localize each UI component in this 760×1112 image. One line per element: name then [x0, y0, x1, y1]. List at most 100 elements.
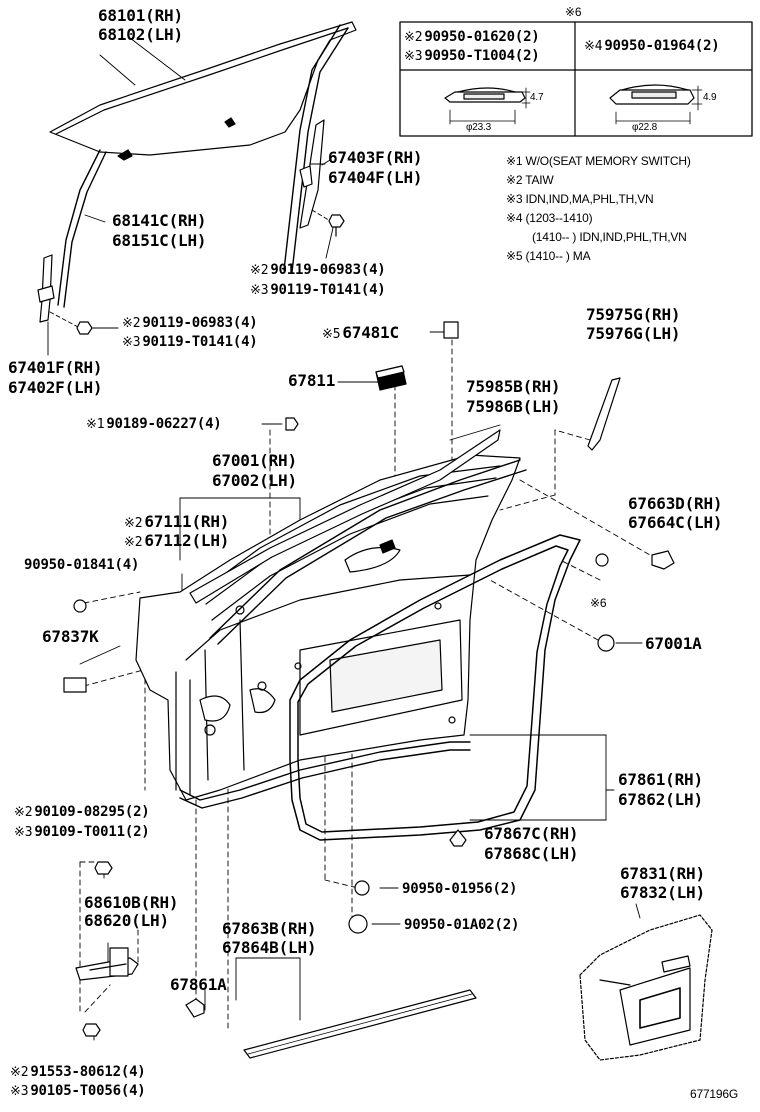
bolt-upper-b-text: 90119-T0141(4): [270, 282, 386, 298]
marker-2: ※2: [124, 516, 143, 531]
label-67001a: 67001A: [645, 634, 702, 653]
note-4b: (1410-- ) IDN,IND,PHL,TH,VN: [532, 230, 687, 244]
label-67861a: 67861A: [170, 975, 227, 994]
label-67664c: 67664C(LH): [628, 513, 723, 532]
label-68151c: 68151C(LH): [112, 231, 207, 250]
marker-4: ※4: [584, 39, 603, 54]
door-weatherstrip: [289, 534, 581, 841]
label-75976g: 75976G(LH): [586, 324, 681, 343]
label-67402f: 67402F(LH): [8, 378, 103, 397]
marker-3: ※3: [10, 1084, 29, 1099]
label-67861: 67861(RH): [618, 770, 703, 789]
label-67663d: 67663D(RH): [628, 494, 723, 513]
label-67401f: 67401F(RH): [8, 358, 103, 377]
secondary-weatherstrip: [179, 741, 471, 809]
label-68620: 68620(LH): [84, 911, 169, 930]
belt-moulding: [189, 429, 501, 604]
label-90109-a-text: 90109-08295(2): [34, 804, 150, 820]
label-90189-text: 90189-06227(4): [106, 416, 222, 432]
marker-5: ※5: [322, 327, 341, 342]
marker-3: ※3: [122, 335, 141, 350]
inset-box: [399, 21, 753, 137]
small-parts: [63, 321, 675, 1037]
marker-2: ※2: [122, 316, 141, 331]
label-67837k: 67837K: [42, 627, 99, 646]
marker-3: ※3: [404, 49, 423, 64]
label-75986b: 75986B(LH): [466, 397, 561, 416]
label-90950-01841: 90950-01841(4): [24, 557, 140, 573]
inset-title: ※6: [565, 5, 582, 19]
window-frame-seal: [209, 459, 527, 645]
label-67868c: 67868C(LH): [484, 844, 579, 863]
marker-6-prefix: ※: [590, 596, 600, 610]
label-ref-6-text: 6: [599, 596, 607, 610]
glass-run-channel: [57, 24, 349, 308]
label-67831: 67831(RH): [620, 864, 705, 883]
inset-left-b-text: 90950-T1004(2): [424, 48, 540, 64]
lower-door-strip: [243, 989, 477, 1059]
label-75985b: 75985B(RH): [466, 377, 561, 396]
label-ref-6: ※6: [590, 594, 607, 613]
label-67403f: 67403F(RH): [328, 148, 423, 167]
label-90950-01956: 90950-01956(2): [402, 881, 518, 897]
label-68101: 68101(RH): [98, 6, 183, 25]
label-91553-text: 91553-80612(4): [30, 1064, 146, 1080]
inset-right-diameter: φ22.8: [632, 122, 657, 133]
door-shell: [135, 454, 521, 801]
note-1: ※1 W/O(SEAT MEMORY SWITCH): [506, 154, 691, 168]
marker-3: ※3: [14, 825, 33, 840]
label-75975g: 75975G(RH): [586, 305, 681, 324]
note-4: ※4 (1203--1410): [506, 211, 593, 225]
figure-code: 677196G: [690, 1087, 738, 1101]
inset-left-diameter: φ23.3: [466, 122, 491, 133]
door-glass: [49, 21, 357, 161]
label-67111-text: 67111(RH): [144, 512, 230, 531]
label-67867c: 67867C(RH): [484, 824, 579, 843]
marker-2: ※2: [404, 30, 423, 45]
inset-left-height: 4.7: [530, 92, 544, 103]
inset-left-a-text: 90950-01620(2): [424, 29, 540, 45]
note-3: ※3 IDN,IND,MA,PHL,TH,VN: [506, 192, 654, 206]
marker-2: ※2: [250, 263, 269, 278]
inset-right-height: 4.9: [703, 92, 717, 103]
marker-2: ※2: [124, 535, 143, 550]
note-2: ※2 TAIW: [506, 173, 554, 187]
service-hole-cover: [579, 914, 713, 1061]
label-67481c-text: 67481C: [342, 323, 399, 342]
front-glass-guide: [37, 254, 119, 356]
marker-3: ※3: [250, 283, 269, 298]
label-67002: 67002(LH): [212, 471, 297, 490]
label-68610b: 68610B(RH): [84, 893, 179, 912]
marker-2: ※2: [10, 1065, 29, 1080]
label-67862: 67862(LH): [618, 790, 703, 809]
label-90105-text: 90105-T0056(4): [30, 1083, 146, 1099]
marker-1: ※1: [86, 417, 105, 432]
label-90109-b-text: 90109-T0011(2): [34, 824, 150, 840]
label-67832: 67832(LH): [620, 883, 705, 902]
label-67404f: 67404F(LH): [328, 168, 423, 187]
label-90950-01a02: 90950-01A02(2): [404, 917, 520, 933]
label-68102: 68102(LH): [98, 25, 183, 44]
marker-2: ※2: [14, 805, 33, 820]
label-67112-text: 67112(LH): [144, 531, 230, 550]
bolt-lower-b-text: 90119-T0141(4): [142, 334, 258, 350]
label-67001: 67001(RH): [212, 451, 297, 470]
label-68141c: 68141C(RH): [112, 211, 207, 230]
label-67863b: 67863B(RH): [222, 919, 317, 938]
